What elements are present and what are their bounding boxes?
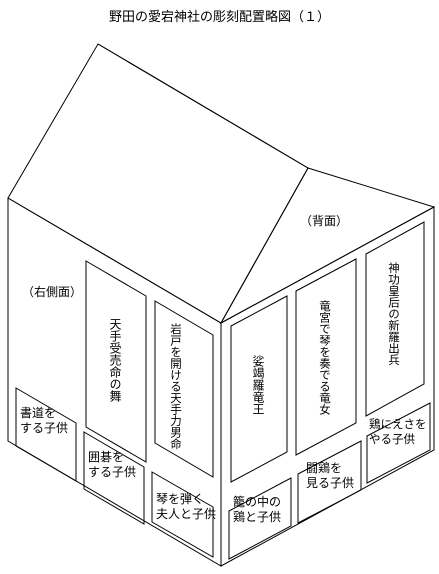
- panel-toukei-frame: [297, 440, 362, 524]
- panel-ryugu-frame: [295, 258, 357, 456]
- panel-igo-text: 囲碁を する子供: [88, 450, 137, 479]
- right-side-label: （右側面）: [22, 285, 83, 299]
- panel-shara-text: 娑竭羅竜王: [251, 355, 265, 415]
- panel-koto-text: 琴を弾く 夫人と子供: [156, 492, 217, 521]
- panel-jingu-text: 神功皇后の新羅出兵: [387, 262, 401, 366]
- panel-tenju-text: 天手受売命の舞: [108, 318, 122, 402]
- panel-iwato-text: 岩戸を開ける天手力男命: [169, 323, 183, 450]
- page-title: 野田の愛宕神社の彫刻配置略図（１）: [108, 10, 330, 25]
- panel-toukei-text: 闘鶏を 見る子供: [306, 461, 355, 490]
- panel-koto-frame: [151, 471, 214, 558]
- panel-esa-text: 鶏にえさを やる子供: [369, 417, 427, 446]
- panel-shara-frame: [230, 295, 288, 483]
- panel-tenju-frame: [85, 260, 147, 463]
- panel-igo-frame: [83, 431, 145, 525]
- panel-esa-frame: [366, 402, 431, 484]
- panel-kago-text: 籠の中の 鶏と子供: [233, 495, 282, 524]
- panel-iwato-frame: [154, 300, 214, 478]
- panel-ryugu-text: 竜宮で琴を奏でる竜女: [318, 300, 332, 415]
- back-wall: [220, 206, 435, 567]
- roof-left-slope: [7, 43, 309, 324]
- roof-ridge: [97, 43, 309, 169]
- back-label: （背面）: [300, 214, 349, 228]
- panel-kago-frame: [228, 477, 292, 560]
- panel-jingu-frame: [365, 221, 425, 417]
- panel-shodo-text: 書道を する子供: [20, 406, 69, 435]
- panel-shodo-frame: [15, 387, 77, 482]
